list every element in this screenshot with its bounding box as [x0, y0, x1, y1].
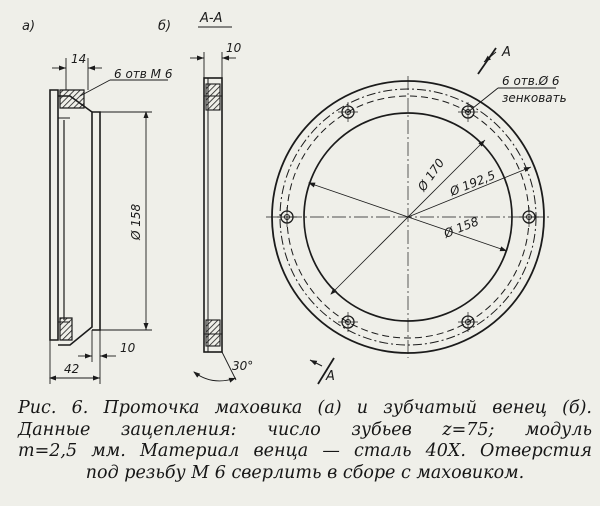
caption-line-4: под резьбу М 6 сверлить в сборе с махови…	[85, 462, 525, 483]
hole-2	[458, 312, 478, 332]
ring-section-outline	[203, 77, 223, 353]
ring-section-hatch-bottom	[205, 319, 221, 347]
holes-countersunk-label-2: зенковать	[502, 91, 567, 105]
dim-10-top-label: 10	[226, 41, 242, 55]
view-b-label: б)	[158, 19, 171, 34]
flywheel-rim-outer	[49, 89, 59, 341]
dim-158-side-label: Ø 158	[129, 203, 143, 241]
dim-10-bottom-label: 10	[120, 341, 136, 355]
cut-line-top	[477, 47, 497, 75]
hole-1	[519, 207, 539, 227]
gear-ring-front-view: Ø 170 Ø 192,5 Ø 158 6 отв.Ø 6 зенковать …	[266, 45, 567, 385]
hole-4	[277, 207, 297, 227]
caption-line-1: Рис. 6. Проточка маховика (а) и зубчатый…	[18, 398, 592, 418]
cut-a-bottom-label: А	[325, 369, 335, 384]
angle-30-label: 30°	[232, 359, 253, 373]
threaded-hole-section	[59, 89, 85, 109]
section-label: А-А	[199, 11, 222, 26]
mounting-holes	[277, 102, 539, 332]
dim-170-label: Ø 170	[414, 156, 447, 195]
hole-3	[338, 312, 358, 332]
technical-drawing: а) 14 6 отв М 6 Ø 158 10	[22, 11, 567, 385]
view-a-label: а)	[22, 19, 35, 34]
hole-5	[338, 102, 358, 122]
dim-192-line	[407, 166, 532, 218]
dim-42-label: 42	[64, 362, 79, 376]
holes-m6-label: 6 отв М 6	[114, 67, 173, 81]
dim-192-5-label: Ø 192,5	[447, 168, 497, 199]
holes-countersunk-label-1: 6 отв.Ø 6	[502, 74, 560, 88]
figure-caption: Рис. 6. Проточка маховика (а) и зубчатый…	[18, 398, 592, 484]
lower-section-hatch	[59, 317, 73, 341]
dim-14-label: 14	[71, 52, 86, 66]
view-a-flywheel: а) 14 6 отв М 6 Ø 158 10	[22, 19, 173, 384]
caption-line-2: Данные зацепления: число зубьев z=75; мо…	[18, 419, 592, 440]
flywheel-turning	[92, 111, 101, 331]
cut-a-top-label: А	[501, 45, 511, 60]
cut-line-bottom	[317, 357, 335, 385]
ring-section-hatch-top	[205, 83, 221, 111]
dim-158-front-label: Ø 158	[441, 214, 481, 241]
flywheel-profile	[58, 95, 93, 346]
view-b-section: б) А-А 10 30°	[158, 11, 253, 383]
caption-line-3: m=2,5 мм. Материал венца — сталь 40Х. От…	[18, 441, 592, 461]
